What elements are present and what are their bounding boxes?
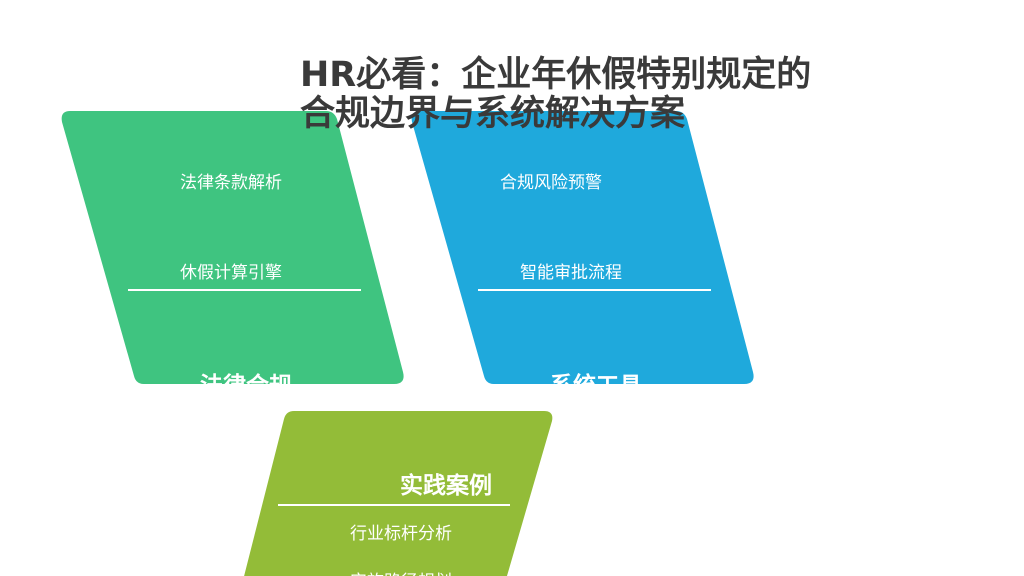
panel-practice-shape [244, 411, 553, 576]
panel-legal-item-1: 法律条款解析 [180, 173, 282, 193]
panel-system-heading: 系统工具 [550, 366, 642, 385]
panel-practice-divider [278, 504, 510, 506]
page-title-line-2: 合规边界与系统解决方案 [300, 94, 686, 134]
panel-practice-item-1: 行业标杆分析 [350, 524, 452, 544]
panel-legal-item-2: 休假计算引擎 [180, 263, 282, 283]
panel-legal-divider [128, 289, 361, 291]
panel-legal-heading: 法律合规 [200, 366, 292, 385]
panel-practice-item-2: 实施路径规划 [350, 567, 452, 576]
page-title-line-1: HR必看：企业年休假特别规定的 [300, 55, 812, 95]
panel-practice-heading: 实践案例 [400, 473, 492, 499]
panel-practice-cases: 实践案例 行业标杆分析 实施路径规划 [238, 410, 556, 576]
panel-system-item-1: 合规风险预警 [500, 173, 602, 193]
panel-legal-shape [61, 111, 404, 384]
panel-system-tools: 合规风险预警 智能审批流程 系统工具 [410, 110, 756, 385]
panel-legal-compliance: 法律条款解析 休假计算引擎 法律合规 [60, 110, 406, 385]
panel-system-item-2: 智能审批流程 [520, 263, 622, 283]
panel-system-shape [411, 111, 754, 384]
page-title: HR必看：企业年休假特别规定的 合规边界与系统解决方案 [300, 56, 900, 134]
panel-system-divider [478, 289, 711, 291]
